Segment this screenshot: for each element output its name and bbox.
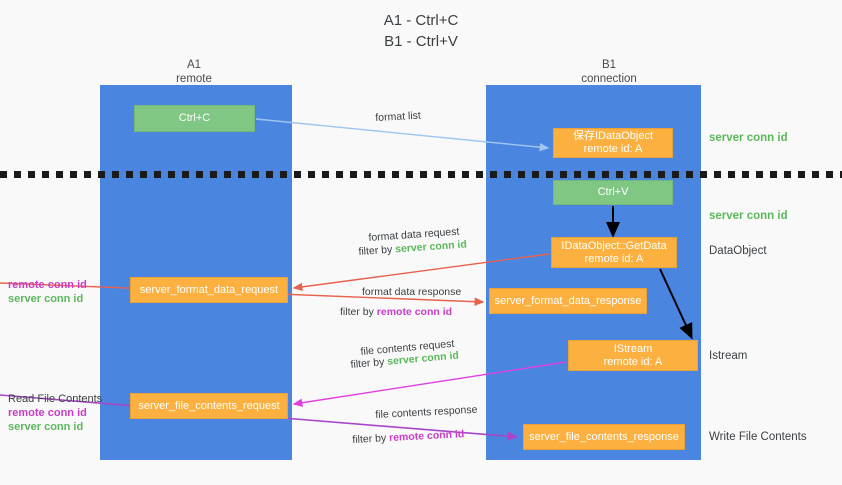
filter-prefix-4: filter by <box>352 432 390 446</box>
label-istream: Istream <box>709 350 748 362</box>
edge-label-format-data-response: format data response <box>362 286 462 298</box>
edge-label-format-data-response-filter: filter by remote conn id <box>340 305 452 319</box>
node-ctrl-c[interactable]: Ctrl+C <box>134 105 255 132</box>
filter-value-2: remote conn id <box>376 306 453 318</box>
node-server-file-contents-response[interactable]: server_file_contents_response <box>523 424 685 450</box>
node-save-idataobject[interactable]: 保存IDataObject remote id: A <box>553 128 673 158</box>
node-server-file-contents-request[interactable]: server_file_contents_request <box>130 393 288 419</box>
edge-label-format-list: format list <box>375 109 422 124</box>
label-dataobject: DataObject <box>709 245 767 257</box>
page-title: A1 - Ctrl+C B1 - Ctrl+V <box>383 12 459 50</box>
node-idataobject-getdata[interactable]: IDataObject::GetData remote id: A <box>551 237 677 268</box>
filter-prefix-3: filter by <box>350 355 388 371</box>
label-server-conn-id-top: server conn id <box>709 132 788 144</box>
label-conn-id-group-file: Read File Contents remote conn id server… <box>8 392 102 434</box>
column-header-a1: A1 remote <box>176 59 212 85</box>
label-server-conn-id-file: server conn id <box>8 421 84 433</box>
edge-label-file-contents-response: file contents response <box>375 403 478 421</box>
label-server-conn-id-mid: server conn id <box>709 210 788 222</box>
label-conn-id-group-format: remote conn id server conn id <box>8 278 87 306</box>
node-server-format-data-response[interactable]: server_format_data_response <box>489 288 647 314</box>
node-server-format-data-request[interactable]: server_format_data_request <box>130 277 288 303</box>
filter-prefix-2: filter by <box>340 306 377 318</box>
filter-value-4: remote conn id <box>388 428 465 445</box>
phase-divider <box>0 171 842 178</box>
label-server-conn-id-format: server conn id <box>8 293 84 305</box>
column-header-b1: B1 connection <box>581 59 637 85</box>
edge-label-file-contents-response-filter: filter by remote conn id <box>352 427 465 447</box>
label-read-file-contents: Read File Contents <box>8 393 103 405</box>
label-remote-conn-id-file: remote conn id <box>8 407 87 419</box>
filter-value-1: server conn id <box>394 238 468 256</box>
label-remote-conn-id-format: remote conn id <box>8 279 87 291</box>
filter-prefix-1: filter by <box>358 243 396 258</box>
node-istream[interactable]: IStream remote id: A <box>568 340 698 371</box>
label-write-file-contents: Write File Contents <box>709 431 807 443</box>
node-ctrl-v[interactable]: Ctrl+V <box>553 180 673 205</box>
